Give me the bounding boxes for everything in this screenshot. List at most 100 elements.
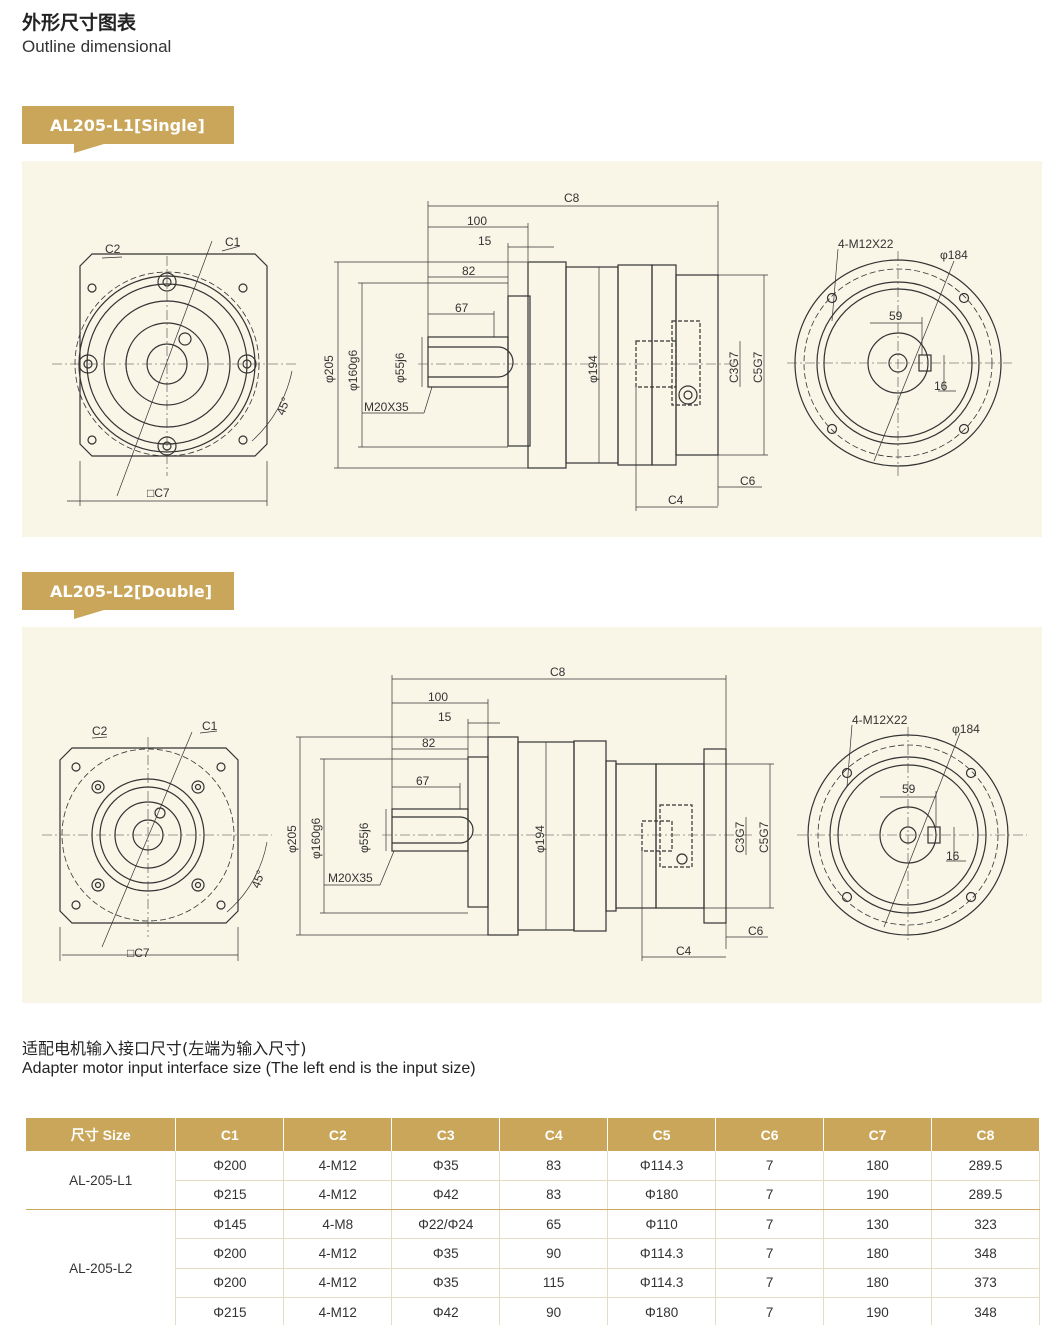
single-drawing-panel: C2 C1 □C7 45°	[22, 161, 1042, 537]
table-cell: 7	[715, 1180, 825, 1211]
single-194-label: φ194	[586, 355, 600, 383]
table-header: C8	[931, 1118, 1041, 1151]
table-cell: 180	[823, 1238, 932, 1269]
table-cell: 90	[499, 1297, 609, 1325]
page-title-cn: 外形尺寸图表	[22, 12, 137, 34]
table-cell: Φ42	[391, 1180, 501, 1211]
table-cell: 180	[823, 1268, 932, 1298]
single-c5-label: C5G7	[751, 351, 765, 383]
page-title-en: Outline dimensional	[22, 37, 172, 56]
adapter-title-en: Adapter motor input interface size (The …	[22, 1060, 476, 1077]
table-cell: Φ110	[607, 1209, 717, 1240]
table-cell: 348	[931, 1238, 1041, 1269]
single-bolt-label: 4-M12X22	[838, 237, 894, 251]
table-header: 尺寸 Size	[26, 1118, 177, 1151]
double-160-label: φ160g6	[309, 818, 323, 859]
double-c3-label: C3G7	[733, 821, 747, 853]
table-cell: 190	[823, 1180, 932, 1211]
table-cell: 130	[823, 1209, 932, 1240]
double-c1-label: C1	[202, 719, 218, 733]
table-header: C4	[499, 1118, 609, 1151]
single-16-label: 16	[934, 379, 948, 393]
table-cell: 7	[715, 1268, 825, 1298]
table-cell: Φ35	[391, 1268, 501, 1298]
table-cell: 7	[715, 1238, 825, 1269]
table-header: C3	[391, 1118, 501, 1151]
double-drawing-panel: C2 C1 □C7 45°	[22, 627, 1042, 1003]
table-cell: Φ200	[175, 1151, 285, 1181]
table-cell: 4-M12	[283, 1180, 393, 1211]
double-c5-label: C5G7	[757, 821, 771, 853]
single-m20-label: M20X35	[364, 400, 409, 414]
double-bolt-label: 4-M12X22	[852, 713, 908, 727]
table-row: Φ215 4-M12 Φ42 83 Φ180 7 190 289.5	[26, 1180, 1041, 1211]
single-c3-label: C3G7	[727, 351, 741, 383]
adapter-title-cn: 适配电机输入接口尺寸(左端为输入尺寸)	[22, 1039, 307, 1058]
double-15-label: 15	[438, 710, 452, 724]
double-c7-label: □C7	[127, 946, 150, 960]
single-c4-label: C4	[668, 493, 684, 507]
single-c8-label: C8	[564, 191, 580, 205]
single-c6-label: C6	[740, 474, 756, 488]
table-row: Φ215 4-M12 Φ42 90 Φ180 7 190 348	[26, 1297, 1041, 1325]
table-cell: Φ215	[175, 1180, 285, 1211]
table-cell: 373	[931, 1268, 1041, 1298]
table-cell: 83	[499, 1151, 609, 1181]
model-cell: AL-205-L1	[26, 1151, 177, 1211]
table-row: AL-205-L1 Φ200 4-M12 Φ35 83 Φ114.3 7 180…	[26, 1151, 1041, 1211]
table-cell: Φ35	[391, 1151, 501, 1181]
table-cell: 4-M12	[283, 1268, 393, 1298]
single-c2-label: C2	[105, 242, 121, 256]
table-cell: Φ35	[391, 1238, 501, 1269]
double-c8-label: C8	[550, 665, 566, 679]
double-c2-label: C2	[92, 724, 108, 738]
double-55-label: φ55j6	[357, 822, 371, 853]
table-cell: Φ114.3	[607, 1238, 717, 1269]
single-55-label: φ55j6	[393, 352, 407, 383]
table-cell: Φ215	[175, 1297, 285, 1325]
table-row: AL-205-L2 Φ145 4-M8 Φ22/Φ24 65 Φ110 7 13…	[26, 1209, 1041, 1325]
table-header: C1	[175, 1118, 285, 1151]
adapter-size-table: 尺寸 Size C1 C2 C3 C4 C5 C6 C7 C8 AL-205-L…	[26, 1118, 1041, 1325]
double-194-label: φ194	[533, 825, 547, 853]
table-row: Φ200 4-M12 Φ35 115 Φ114.3 7 180 373	[26, 1268, 1041, 1298]
table-header-row: 尺寸 Size C1 C2 C3 C4 C5 C6 C7 C8	[26, 1118, 1041, 1151]
single-67-label: 67	[455, 301, 469, 315]
table-cell: 115	[499, 1268, 609, 1298]
table-cell: Φ114.3	[607, 1268, 717, 1298]
double-59-label: 59	[902, 782, 916, 796]
single-angle-label: 45°	[274, 395, 293, 417]
single-205-label: φ205	[322, 355, 336, 383]
table-cell: Φ145	[175, 1209, 285, 1240]
double-outline-drawing: C2 C1 □C7 45°	[42, 665, 1027, 961]
single-15-label: 15	[478, 234, 492, 248]
table-cell: Φ180	[607, 1297, 717, 1325]
table-cell: Φ42	[391, 1297, 501, 1325]
single-c7-label: □C7	[147, 486, 170, 500]
table-cell: 289.5	[931, 1180, 1041, 1211]
table-cell: Φ22/Φ24	[391, 1209, 501, 1240]
single-184-label: φ184	[940, 248, 968, 262]
single-59-label: 59	[889, 309, 903, 323]
double-16-label: 16	[946, 849, 960, 863]
double-100-label: 100	[428, 690, 448, 704]
double-model-tag: AL205-L2[Double]	[22, 572, 234, 619]
table-header: C2	[283, 1118, 393, 1151]
table-row: Φ200 4-M12 Φ35 90 Φ114.3 7 180 348	[26, 1238, 1041, 1269]
table-cell: 180	[823, 1151, 932, 1181]
table-cell: Φ200	[175, 1238, 285, 1269]
double-82-label: 82	[422, 736, 436, 750]
table-cell: 90	[499, 1238, 609, 1269]
table-cell: 348	[931, 1297, 1041, 1325]
single-outline-drawing: C2 C1 □C7 45°	[52, 191, 1012, 511]
double-c6-label: C6	[748, 924, 764, 938]
double-m20-label: M20X35	[328, 871, 373, 885]
single-100-label: 100	[467, 214, 487, 228]
table-cell: 4-M12	[283, 1297, 393, 1325]
table-header: C6	[715, 1118, 825, 1151]
table-cell: Φ200	[175, 1268, 285, 1298]
single-82-label: 82	[462, 264, 476, 278]
table-header: C7	[823, 1118, 932, 1151]
model-cell: AL-205-L2	[26, 1209, 177, 1325]
double-67-label: 67	[416, 774, 430, 788]
